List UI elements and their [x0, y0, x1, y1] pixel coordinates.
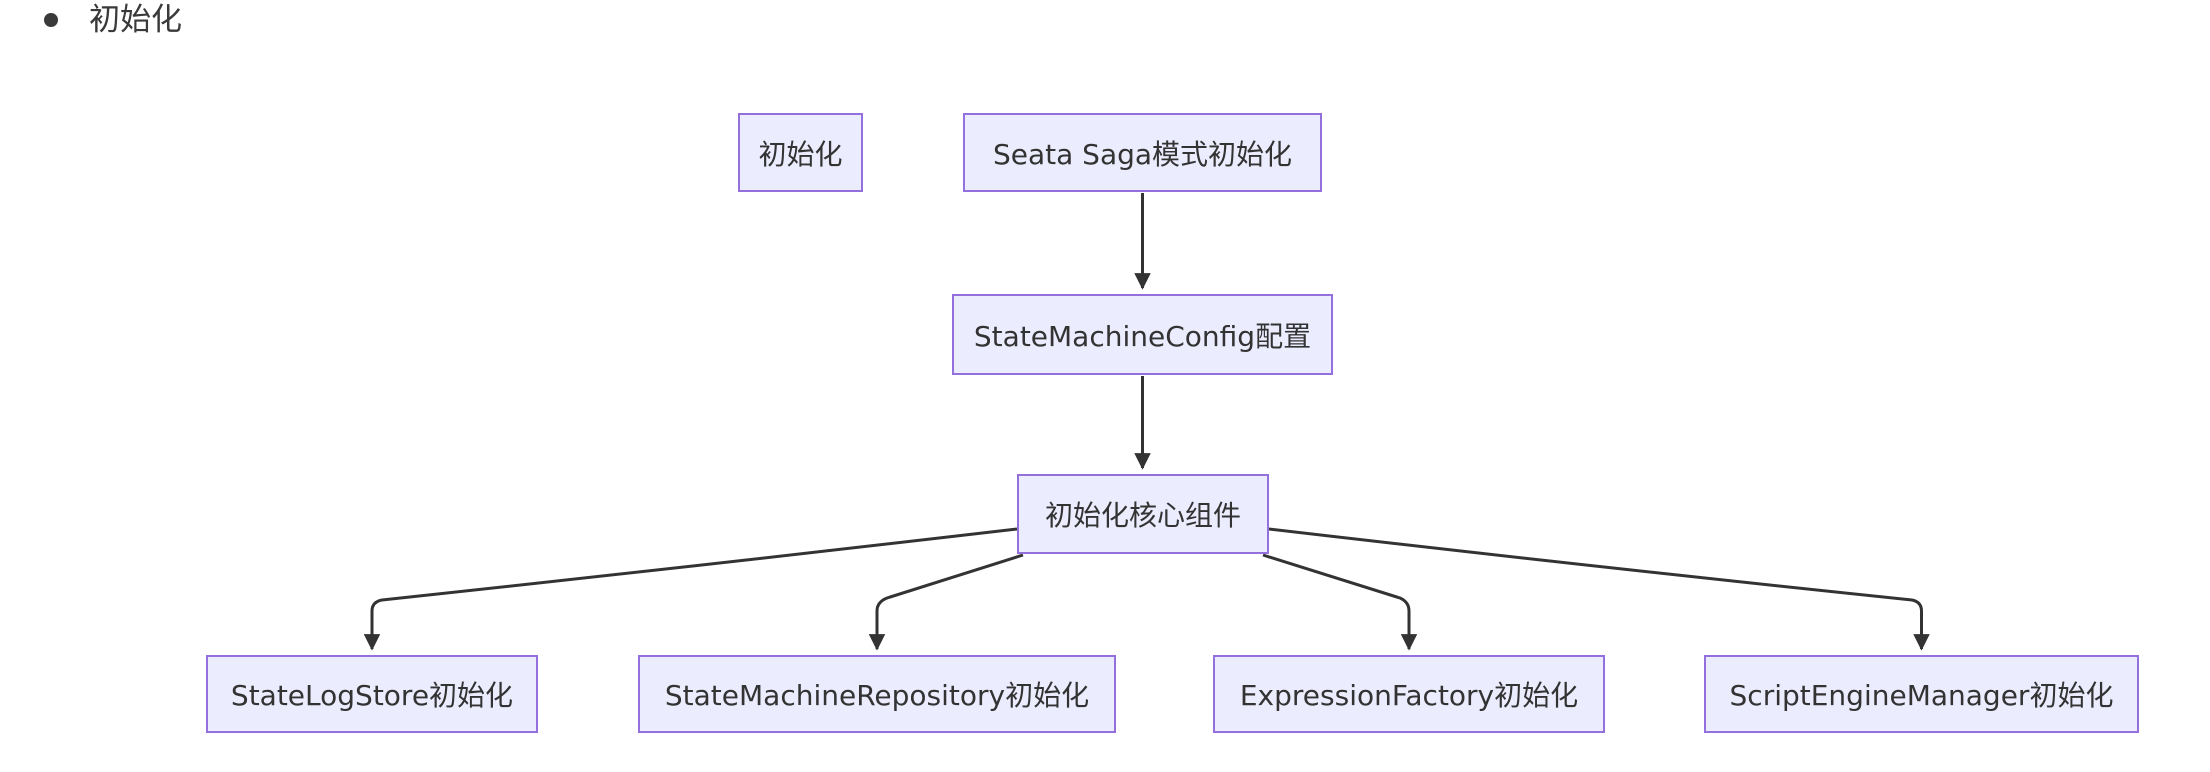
- edge-core-to-expression: [1262, 553, 1418, 651]
- edge-core-to-statelogstore: [363, 527, 1018, 651]
- node-statemachineconfig: StateMachineConfig配置: [952, 294, 1333, 375]
- bullet-dot-icon: [44, 13, 58, 27]
- edge-core-to-script: [1268, 527, 1930, 651]
- edge-core-to-repository: [868, 553, 1024, 651]
- node-expressionfactory-init: ExpressionFactory初始化: [1213, 655, 1605, 733]
- node-seata-saga-init: Seata Saga模式初始化: [963, 113, 1322, 192]
- node-statemachinerepository-init: StateMachineRepository初始化: [638, 655, 1116, 733]
- node-scriptenginemanager-init: ScriptEngineManager初始化: [1704, 655, 2139, 733]
- node-init-standalone: 初始化: [738, 113, 863, 192]
- bullet-item-label: 初始化: [89, 2, 182, 38]
- node-core-components: 初始化核心组件: [1017, 474, 1269, 554]
- node-statelogstore-init: StateLogStore初始化: [206, 655, 538, 733]
- bullet-list-item: 初始化: [44, 0, 182, 40]
